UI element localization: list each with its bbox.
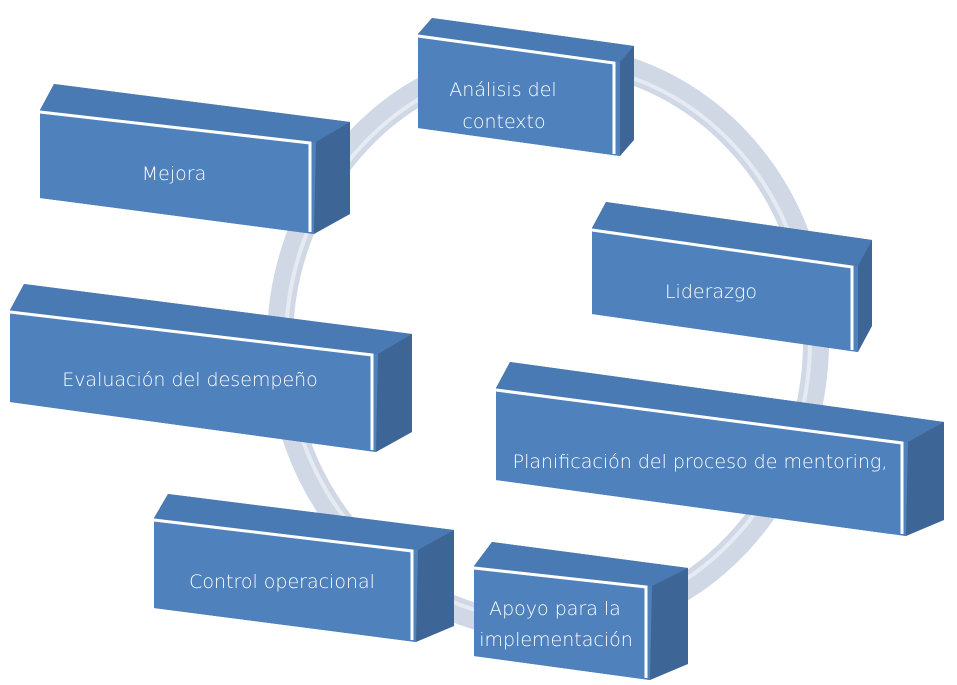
svg-text:Control operacional: Control operacional [189,571,375,593]
svg-text:Apoyo para la implementa: Apoyo para la implementación [479,598,633,651]
step-label-control: Control operacional [189,571,375,593]
svg-text:Evaluación del desempeño: Evaluación del desempeño [62,369,318,391]
step-label-analisis-line2: contexto [462,111,545,133]
step-label-liderazgo: Liderazgo [665,281,757,303]
step-box-analisis: Análisis del contexto [417,18,634,156]
svg-text:Planificación del proceso de m: Planificación del proceso de mentoring, [513,451,888,473]
step-box-planificacion: Planificación del proceso de mentoring, [495,362,944,536]
svg-text:Análisis del contexto: Análisis del contexto [449,79,562,133]
step-box-liderazgo: Liderazgo [591,202,872,352]
step-box-apoyo: Apoyo para la implementación [473,542,688,680]
step-box-evaluacion: Evaluación del desempeño [9,284,412,452]
svg-text:Mejora: Mejora [142,163,206,185]
step-label-evaluacion: Evaluación del desempeño [62,369,318,391]
svg-text:Liderazgo: Liderazgo [665,281,757,303]
step-label-apoyo-line2: implementación [479,629,633,651]
step-label-mejora: Mejora [142,163,206,185]
step-label-planificacion: Planificación del proceso de mentoring, [513,451,888,473]
step-label-analisis-line1: Análisis del [449,79,556,101]
step-label-apoyo-line1: Apoyo para la [489,598,621,620]
step-box-control: Control operacional [153,494,454,642]
step-box-mejora: Mejora [39,84,350,234]
